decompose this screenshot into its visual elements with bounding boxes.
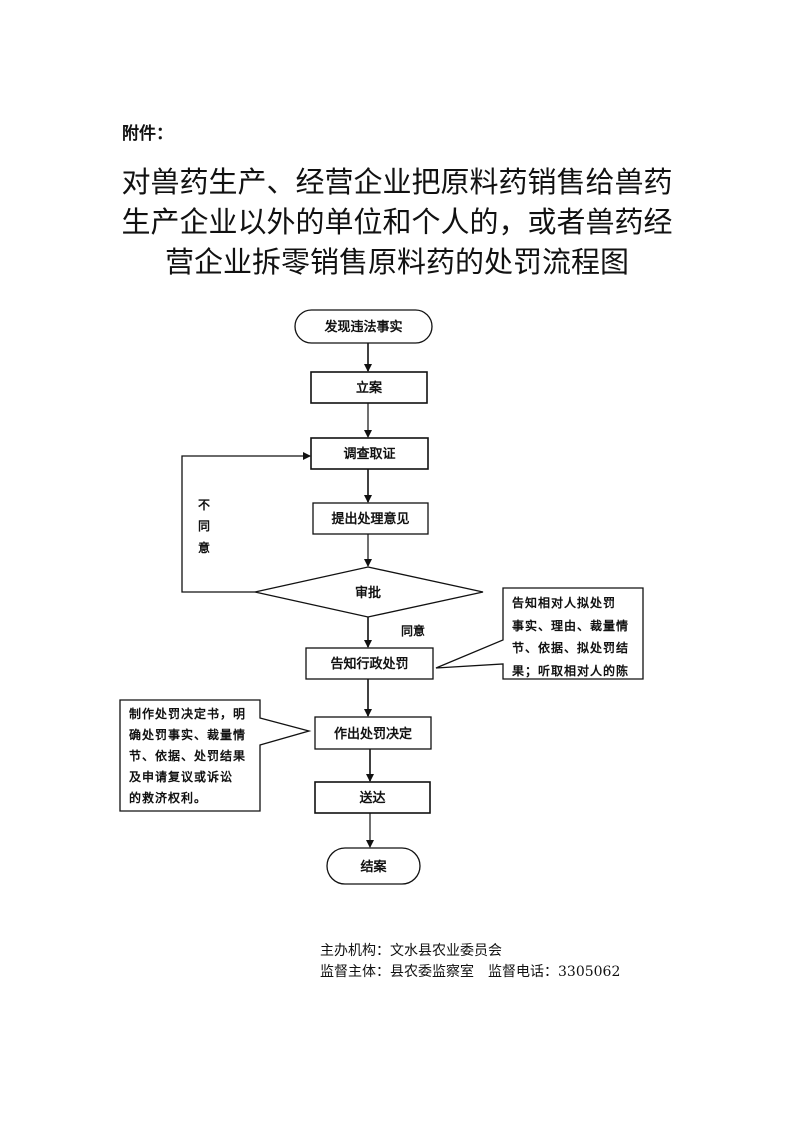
callout-decide-line-4: 及申请复议或诉讼 [129,770,234,784]
node-close: 结案 [326,847,421,885]
callout-notify-line-1: 告知相对人拟处罚 [512,596,617,610]
callout-decide-line-5: 的救济权利。 [129,791,208,805]
edge-disagree-loop [181,452,311,593]
node-approve-label: 审批 [355,585,381,601]
attachment-label: 附件： [122,124,173,144]
title-line-2: 生产企业以外的单位和个人的，或者兽药经 [121,205,673,239]
footer: 主办机构：文水县农业委员会 监督主体：县农委监察室监督电话：3305062 [320,941,620,983]
node-start-label: 发现违法事实 [323,319,402,335]
callout-decide-note [119,699,312,812]
title-line-1: 对兽药生产、经营企业把原料药销售给兽药 [121,165,673,199]
label-disagree: 不 同 意 [198,498,210,555]
label-disagree-char-2: 同 [198,519,210,533]
footer-phone: 3305062 [558,964,621,980]
node-start: 发现违法事实 [294,309,433,344]
footer-supervisor: 监督主体：县农委监察室 [320,964,474,980]
title-line-3: 营企业拆零销售原料药的处罚流程图 [164,245,629,279]
callout-decide-line-3: 节、依据、处罚结果 [129,749,247,763]
node-investigate-label: 调查取证 [343,446,395,462]
label-agree: 同意 [401,623,425,638]
callout-notify-line-2: 事实、理由、裁量情 [512,618,630,633]
node-deliver: 送达 [314,781,431,814]
node-propose-label: 提出处理意见 [331,511,409,527]
callout-notify-line-4: 果；听取相对人的陈 [512,663,630,678]
node-decide: 作出处罚决定 [314,716,432,750]
node-approve: 审批 [254,566,484,618]
callout-decide-line-2: 确处罚事实、裁量情 [129,728,247,742]
node-propose: 提出处理意见 [312,502,429,535]
callout-decide-line-1: 制作处罚决定书，明 [129,707,247,721]
footer-phone-label: 监督电话： [488,964,558,980]
callout-notify-line-3: 节、依据、拟处罚结 [512,641,630,655]
node-close-label: 结案 [360,859,387,875]
node-file-case: 立案 [310,371,428,404]
callout-notify-text: 告知相对人拟处罚 事实、理由、裁量情 节、依据、拟处罚结 果；听取相对人的陈 [512,592,629,682]
label-disagree-char-3: 意 [198,540,210,555]
label-disagree-char-1: 不 [198,498,210,512]
node-decide-label: 作出处罚决定 [334,726,412,742]
node-notify-label: 告知行政处罚 [330,656,408,672]
footer-organizer: 主办机构：文水县农业委员会 [320,943,502,959]
document-title: 对兽药生产、经营企业把原料药销售给兽药 生产企业以外的单位和个人的，或者兽药经 … [110,162,684,282]
callout-notify-note [435,587,644,680]
footer-supervision: 监督主体：县农委监察室监督电话：3305062 [320,962,620,983]
node-notify: 告知行政处罚 [305,647,434,680]
node-deliver-label: 送达 [358,790,385,806]
node-investigate: 调查取证 [310,437,429,470]
callout-decide-text: 制作处罚决定书，明 确处罚事实、裁量情 节、依据、处罚结果 及申请复议或诉讼 的… [129,704,246,809]
node-file-case-label: 立案 [356,380,383,396]
